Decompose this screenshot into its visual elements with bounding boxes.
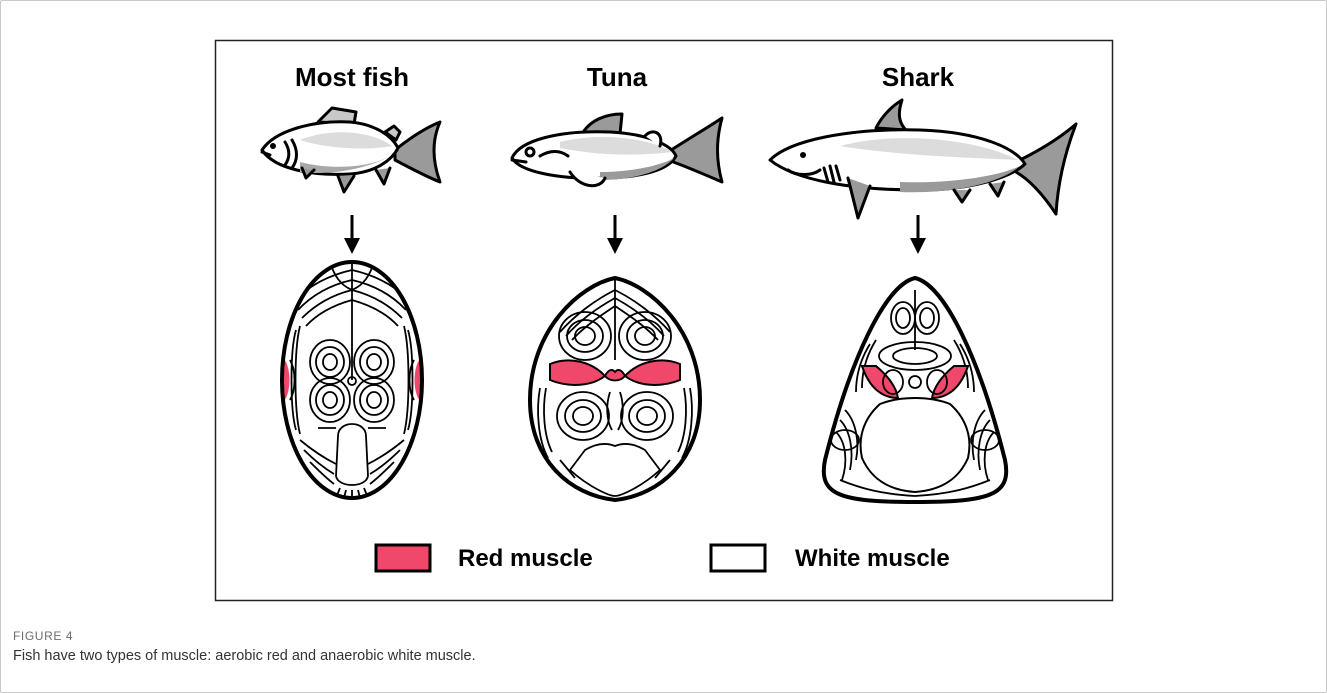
legend-white-label: White muscle [795,545,950,572]
arrow-most-fish [344,215,360,254]
arrow-tuna [607,215,623,254]
legend-red-swatch [376,545,430,571]
shark-cross-section [824,278,1006,502]
tuna-cross-section [530,278,700,500]
title-most-fish: Most fish [295,62,409,92]
legend-red-label: Red muscle [458,545,593,572]
title-tuna: Tuna [587,62,648,92]
figure-caption: Fish have two types of muscle: aerobic r… [13,648,476,664]
tuna-icon [512,114,722,186]
shark-icon [770,100,1076,218]
most-fish-cross-section [282,262,422,498]
legend-white-swatch [711,545,765,571]
title-shark: Shark [882,62,955,92]
figure-number: FIGURE 4 [13,629,73,643]
most-fish-icon [262,108,440,192]
arrow-shark [910,215,926,254]
